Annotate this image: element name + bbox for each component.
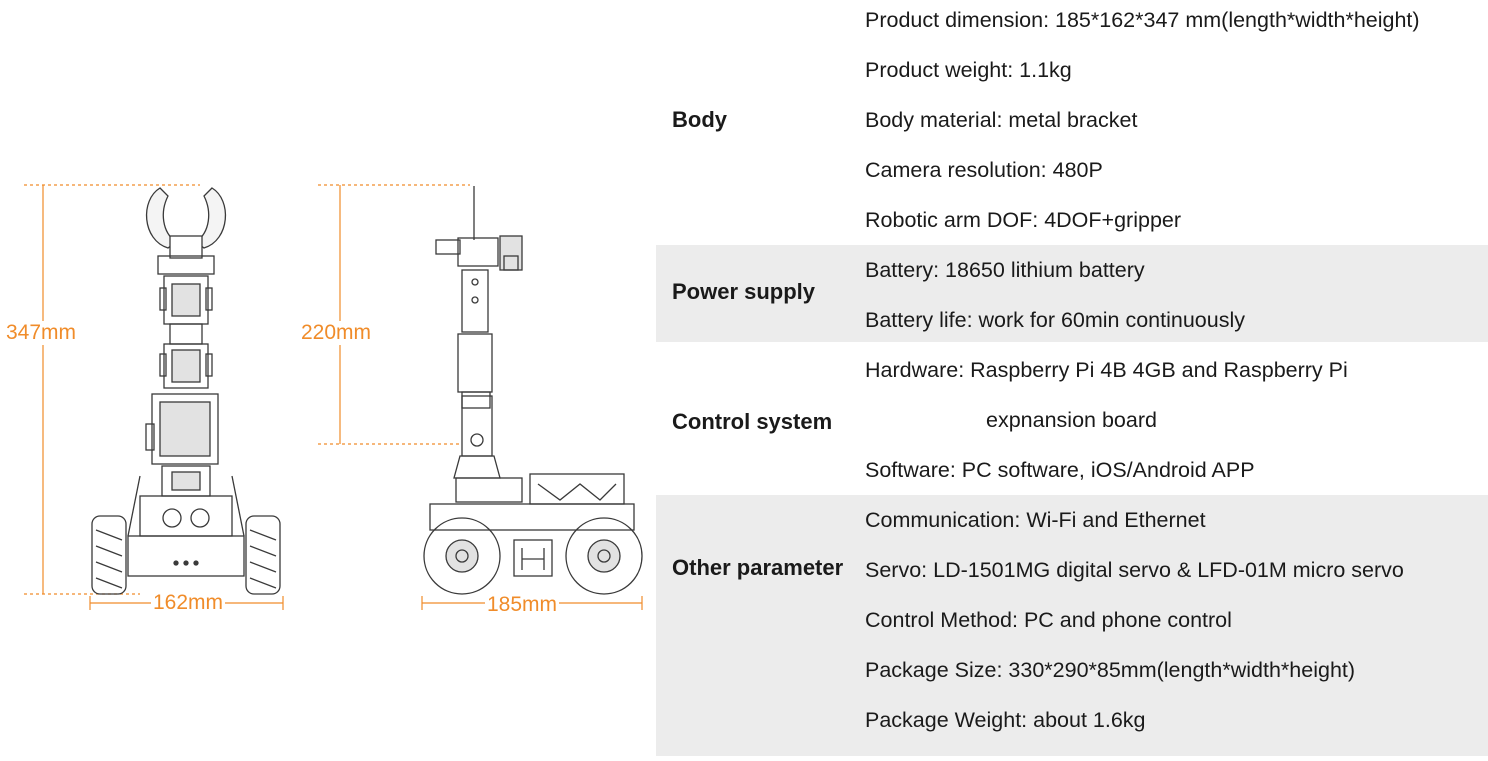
group-label-control: Control system bbox=[672, 409, 833, 434]
spec-group-control: Control system Hardware: Raspberry Pi 4B… bbox=[656, 342, 1488, 495]
group-label-body: Body bbox=[672, 107, 727, 132]
front-width-label: 162mm bbox=[151, 591, 226, 615]
spec-row: Package Weight: about 1.6kg bbox=[865, 708, 1146, 732]
spec-row: Battery: 18650 lithium battery bbox=[865, 258, 1145, 282]
group-label-power: Power supply bbox=[672, 279, 816, 304]
spec-row: Camera resolution: 480P bbox=[865, 158, 1103, 182]
robot-drawings: 347mm 162mm 220mm 185mm bbox=[0, 0, 655, 756]
spec-row: Package Size: 330*290*85mm(length*width*… bbox=[865, 658, 1356, 682]
side-view-robot bbox=[423, 186, 643, 595]
front-height-label: 347mm bbox=[4, 321, 79, 345]
spec-row: Product weight: 1.1kg bbox=[865, 58, 1072, 82]
dimension-lines bbox=[24, 184, 643, 610]
spec-group-other: Other parameter Communication: Wi-Fi and… bbox=[656, 495, 1488, 756]
side-length-label: 185mm bbox=[485, 593, 560, 617]
spec-table: Body Product dimension: 185*162*347 mm(l… bbox=[656, 0, 1488, 756]
spec-group-body: Body Product dimension: 185*162*347 mm(l… bbox=[656, 0, 1488, 245]
spec-row: Hardware: Raspberry Pi 4B 4GB and Raspbe… bbox=[865, 358, 1348, 382]
spec-row: Battery life: work for 60min continuousl… bbox=[865, 308, 1245, 332]
robot-line-art bbox=[24, 184, 643, 610]
spec-row: Robotic arm DOF: 4DOF+gripper bbox=[865, 208, 1182, 232]
spec-row: Product dimension: 185*162*347 mm(length… bbox=[865, 8, 1420, 32]
spec-row: Servo: LD-1501MG digital servo & LFD-01M… bbox=[865, 558, 1404, 582]
spec-row: expnansion board bbox=[986, 408, 1157, 432]
spec-row: Body material: metal bracket bbox=[865, 108, 1138, 132]
front-view-robot bbox=[91, 187, 281, 595]
group-label-other: Other parameter bbox=[672, 555, 844, 580]
spec-row: Control Method: PC and phone control bbox=[865, 608, 1232, 632]
spec-group-power: Power supply Battery: 18650 lithium batt… bbox=[656, 245, 1488, 342]
spec-row: Communication: Wi-Fi and Ethernet bbox=[865, 508, 1206, 532]
spec-row: Software: PC software, iOS/Android APP bbox=[865, 458, 1255, 482]
side-height-label: 220mm bbox=[299, 321, 374, 345]
